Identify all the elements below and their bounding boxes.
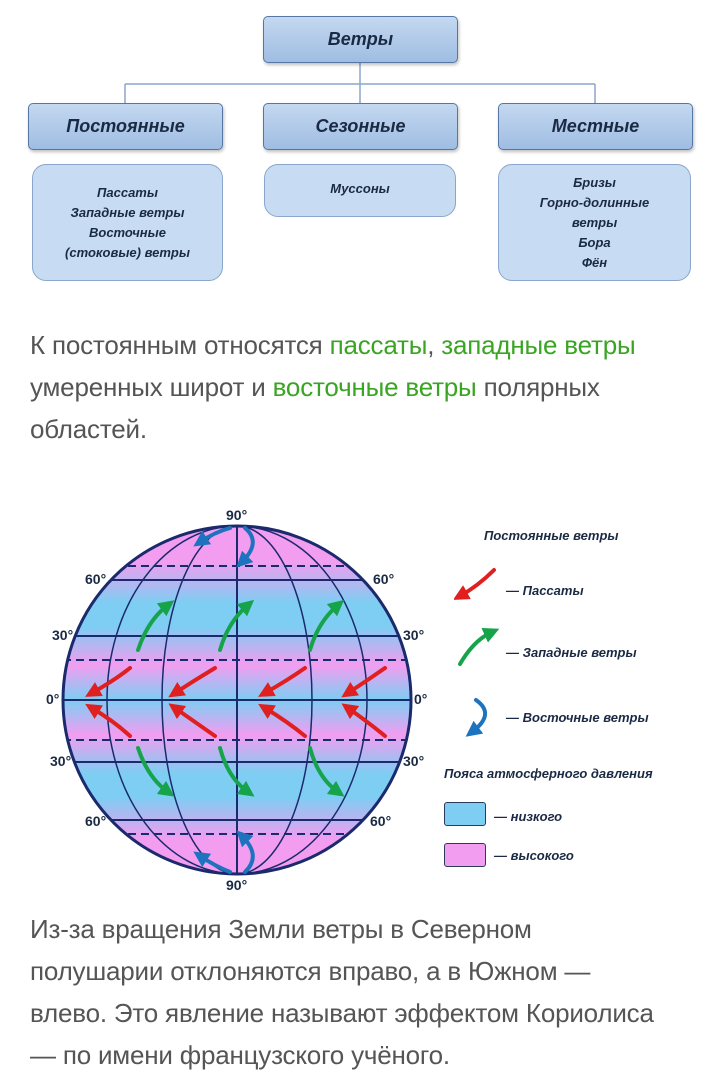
label-equator-left: 0°	[46, 691, 59, 707]
item-westerlies: Западные ветры	[70, 204, 185, 220]
legend-high-swatch	[444, 843, 486, 867]
item-monsoons: Муссоны	[330, 181, 390, 196]
permanent-items-box: Пассаты Западные ветры Восточные (стоков…	[32, 164, 223, 281]
label-n30-right: 30°	[403, 627, 424, 643]
item-foehn: Фён	[581, 254, 608, 270]
item-bora: Бора	[578, 234, 611, 250]
label-n30-left: 30°	[52, 627, 73, 643]
legend-westerly-arrow-icon	[458, 627, 500, 666]
label-north-pole: 90°	[226, 507, 247, 523]
category-local-label: Местные	[551, 116, 640, 136]
legend-trade-winds: — Пассаты	[506, 583, 584, 598]
legend-easterlies: — Восточные ветры	[506, 710, 649, 725]
label-s30-right: 30°	[403, 753, 424, 769]
globe-svg: 90° 90° 60° 60° 30° 30° 0° 0° 30° 30° 60…	[46, 507, 427, 893]
label-s30-left: 30°	[50, 753, 71, 769]
globe-grid	[63, 526, 411, 874]
item-easterlies: Восточные	[88, 224, 166, 240]
label-s60-right: 60°	[370, 813, 391, 829]
legend-high: — высокого	[494, 848, 574, 863]
wind-hierarchy-diagram: Ветры Постоянные Сезонные Местные Пассат…	[0, 0, 720, 300]
legend-pressure-title: Пояса атмосферного давления	[444, 766, 653, 781]
highlight-trade-winds: пассаты	[329, 330, 428, 360]
legend-low-swatch	[444, 802, 486, 826]
item-easterlies-katabatic: (стоковые) ветры	[65, 244, 190, 260]
legend-trade-arrow-icon	[454, 568, 496, 600]
legend-westerlies: — Западные ветры	[506, 645, 637, 660]
category-permanent-label: Постоянные	[66, 116, 185, 136]
paragraph-coriolis: Из-за вращения Земли ветры в Северном по…	[30, 914, 654, 1070]
legend-easterly-arrow-icon	[465, 698, 487, 737]
hierarchy-connectors	[124, 62, 596, 103]
item-breezes: Бризы	[573, 174, 616, 190]
label-n60-left: 60°	[85, 571, 106, 587]
legend-permanent-title: Постоянные ветры	[484, 528, 619, 543]
westerly-arrows	[136, 599, 345, 797]
paragraph-permanent-winds: К постоянным относятся пассаты, западные…	[30, 330, 636, 444]
label-n60-right: 60°	[373, 571, 394, 587]
category-local-box: Местные	[498, 103, 693, 150]
label-south-pole: 90°	[226, 877, 247, 893]
item-trade-winds: Пассаты	[97, 184, 158, 200]
easterly-arrows	[193, 526, 255, 874]
globe-outline	[61, 524, 413, 876]
highlight-easterlies: восточные ветры	[272, 372, 477, 402]
local-items-box: Бризы Горно-долинные ветры Бора Фён	[498, 164, 691, 281]
root-label: Ветры	[327, 29, 394, 49]
root-box: Ветры	[263, 16, 458, 63]
label-s60-left: 60°	[85, 813, 106, 829]
legend-low: — низкого	[494, 809, 563, 824]
item-mountain-valley: Горно-долинные	[539, 194, 650, 210]
item-mountain-valley-2: ветры	[571, 214, 618, 230]
label-equator-right: 0°	[414, 691, 427, 707]
category-seasonal-box: Сезонные	[263, 103, 458, 150]
category-permanent-box: Постоянные	[28, 103, 223, 150]
category-seasonal-label: Сезонные	[315, 116, 406, 136]
seasonal-items-box: Муссоны	[264, 164, 456, 217]
trade-wind-arrows	[85, 666, 387, 738]
highlight-westerlies: западные ветры	[441, 330, 636, 360]
globe-winds-figure: 90° 90° 60° 60° 30° 30° 0° 0° 30° 30° 60…	[30, 500, 700, 895]
